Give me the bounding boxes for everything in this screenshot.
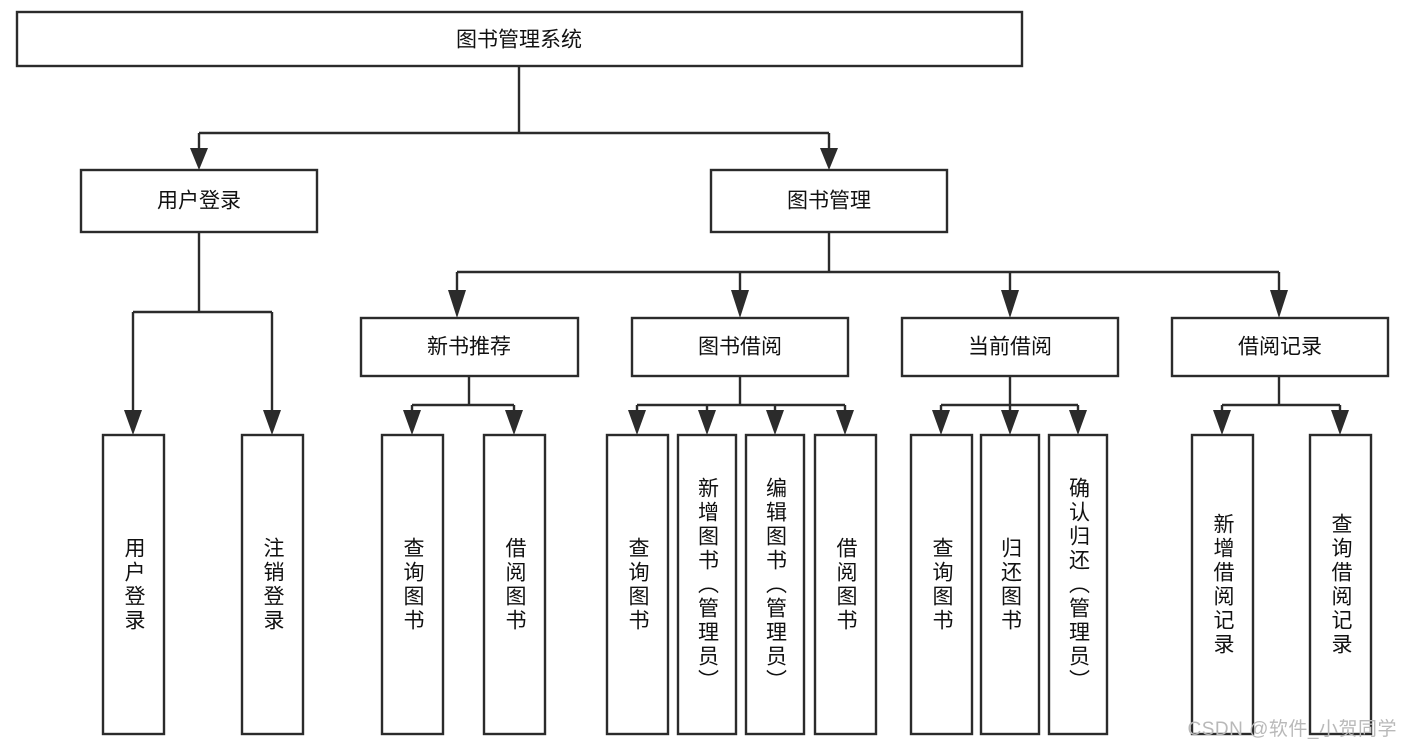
arrow-to-leaf-borrow-book-2 xyxy=(836,410,854,435)
arrow-to-leaf-query-book-1 xyxy=(403,410,421,435)
node-box-borrow-record[interactable] xyxy=(1170,316,1390,378)
node-label-current-borrow: 当前借阅 xyxy=(968,336,1052,359)
node-box-leaf-user-login[interactable] xyxy=(101,433,166,736)
node-box-root[interactable] xyxy=(15,10,1024,68)
node-box-leaf-borrow-book-1[interactable] xyxy=(482,433,547,736)
arrow-to-leaf-edit-book xyxy=(766,410,784,435)
arrow-to-leaf-query-record xyxy=(1331,410,1349,435)
connector-layer xyxy=(124,66,1349,435)
node-box-leaf-return-book[interactable] xyxy=(979,433,1041,736)
node-box-leaf-query-record[interactable] xyxy=(1308,433,1373,736)
node-box-book-manage[interactable] xyxy=(709,168,949,234)
arrow-to-leaf-add-book xyxy=(698,410,716,435)
arrow-to-leaf-return-book xyxy=(1001,410,1019,435)
node-box-leaf-add-record[interactable] xyxy=(1190,433,1255,736)
arrow-to-leaf-borrow-book-1 xyxy=(505,410,523,435)
node-label-new-book-recommend: 新书推荐 xyxy=(427,336,511,359)
node-box-new-book-recommend[interactable] xyxy=(359,316,580,378)
arrow-to-current-borrow xyxy=(1001,290,1019,318)
node-box-book-borrow[interactable] xyxy=(630,316,850,378)
node-box-user-login[interactable] xyxy=(79,168,319,234)
node-box-leaf-query-book-2[interactable] xyxy=(605,433,670,736)
arrow-to-leaf-query-book-2 xyxy=(628,410,646,435)
node-box-leaf-query-book-1[interactable] xyxy=(380,433,445,736)
node-box-leaf-query-book-3[interactable] xyxy=(909,433,974,736)
node-label-user-login: 用户登录 xyxy=(157,190,241,213)
node-label-root: 图书管理系统 xyxy=(456,29,582,52)
arrow-to-user-login xyxy=(190,148,208,170)
node-layer: 图书管理系统 用户登录 图书管理 新书推荐 图书借阅 当前借阅 借阅记录 xyxy=(15,10,1390,736)
arrow-to-leaf-confirm-return xyxy=(1069,410,1087,435)
arrow-to-leaf-user-login xyxy=(124,410,142,435)
node-box-leaf-add-book[interactable] xyxy=(676,433,738,736)
csdn-watermark: CSDN @软件_小贺同学 xyxy=(1187,719,1397,740)
node-label-book-manage: 图书管理 xyxy=(787,190,871,213)
node-box-leaf-edit-book[interactable] xyxy=(744,433,806,736)
arrow-to-book-manage xyxy=(820,148,838,170)
node-label-book-borrow: 图书借阅 xyxy=(698,336,782,359)
node-box-leaf-borrow-book-2[interactable] xyxy=(813,433,878,736)
arrow-to-new-book-recommend xyxy=(448,290,466,318)
node-label-borrow-record: 借阅记录 xyxy=(1238,336,1322,359)
arrow-to-leaf-query-book-3 xyxy=(932,410,950,435)
node-box-leaf-logout[interactable] xyxy=(240,433,305,736)
arrow-to-leaf-add-record xyxy=(1213,410,1231,435)
node-box-leaf-confirm-return[interactable] xyxy=(1047,433,1109,736)
arrow-to-borrow-record xyxy=(1270,290,1288,318)
arrow-to-leaf-logout xyxy=(263,410,281,435)
node-box-current-borrow[interactable] xyxy=(900,316,1120,378)
arrow-to-book-borrow xyxy=(731,290,749,318)
